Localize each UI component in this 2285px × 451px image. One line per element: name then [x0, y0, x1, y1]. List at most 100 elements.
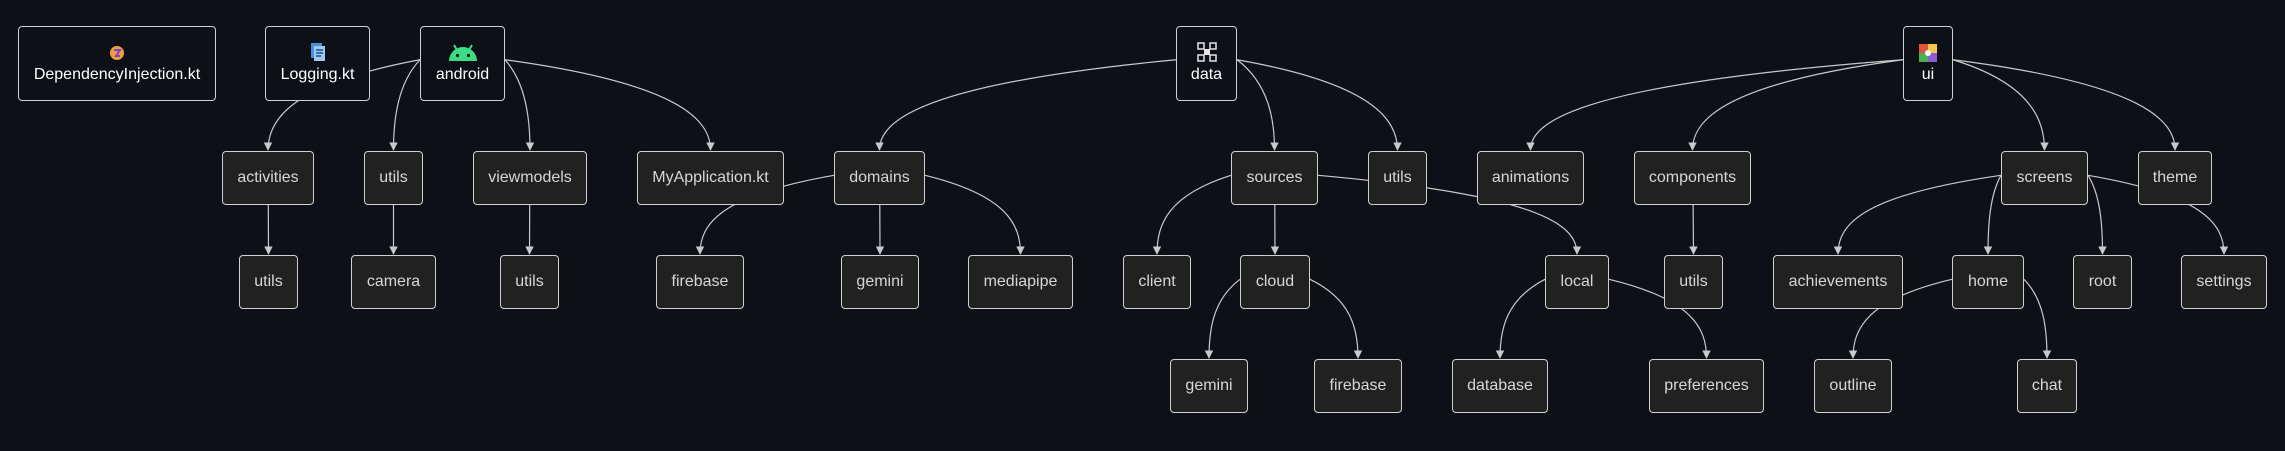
node-label: DependencyInjection.kt [33, 66, 201, 83]
node-cloud-firebase[interactable]: firebase [1314, 359, 1402, 413]
edge-data_sources-to-sources_client [1152, 174, 1232, 255]
node-data-sources[interactable]: sources [1231, 151, 1318, 205]
node-label: screens [2016, 169, 2073, 186]
node-label: home [1967, 273, 2009, 290]
node-label: firebase [1329, 377, 1387, 394]
ui-folder-icon [1919, 44, 1937, 62]
edge-sources_local-to-local_database [1495, 278, 1546, 359]
node-label: domains [849, 169, 910, 186]
node-label: viewmodels [488, 169, 572, 186]
node-local-preferences[interactable]: preferences [1649, 359, 1764, 413]
database-folder-icon [1196, 42, 1217, 62]
node-components-utils[interactable]: utils [1664, 255, 1723, 309]
edge-screens_home-to-home_outline [1848, 278, 1953, 359]
node-label: utils [1679, 273, 1708, 290]
node-label: sources [1246, 169, 1303, 186]
node-home-chat[interactable]: chat [2017, 359, 2077, 413]
node-android-myapplication[interactable]: MyApplication.kt [637, 151, 784, 205]
node-label: gemini [1185, 377, 1233, 394]
node-label: mediapipe [983, 273, 1058, 290]
node-local-database[interactable]: database [1452, 359, 1548, 413]
node-label: firebase [671, 273, 729, 290]
node-label: android [435, 66, 490, 83]
node-android-viewmodels[interactable]: viewmodels [473, 151, 587, 205]
node-label: MyApplication.kt [652, 169, 769, 186]
edge-ui-to-ui_components [1688, 59, 1904, 151]
node-android[interactable]: android [420, 26, 505, 101]
node-label: database [1467, 377, 1533, 394]
node-label: utils [379, 169, 408, 186]
node-sources-cloud[interactable]: cloud [1240, 255, 1310, 309]
node-label: activities [237, 169, 299, 186]
node-cloud-gemini[interactable]: gemini [1170, 359, 1248, 413]
node-data-domains[interactable]: domains [834, 151, 925, 205]
node-label: achievements [1788, 273, 1888, 290]
android-icon [446, 42, 480, 62]
node-label: outline [1829, 377, 1877, 394]
node-domains-mediapipe[interactable]: mediapipe [968, 255, 1073, 309]
edge-ui-to-ui_theme [1952, 59, 2180, 151]
edge-sources_cloud-to-cloud_firebase [1309, 278, 1363, 359]
node-label: Logging.kt [280, 66, 355, 83]
node-screens-achievements[interactable]: achievements [1773, 255, 1903, 309]
node-screens-root[interactable]: root [2073, 255, 2132, 309]
node-label: local [1560, 273, 1594, 290]
node-home-outline[interactable]: outline [1814, 359, 1892, 413]
node-ui[interactable]: ui [1903, 26, 1953, 101]
edge-data-to-data_sources [1236, 59, 1279, 151]
node-label: data [1190, 66, 1223, 83]
edge-android-to-android_activities [263, 59, 421, 151]
edge-android-to-android_viewmodels [504, 59, 535, 151]
node-label: components [1648, 169, 1737, 186]
node-label: chat [2031, 377, 2063, 394]
edge-android-to-android_myapplication [504, 59, 715, 151]
edge-screens_home-to-home_chat [2023, 278, 2052, 359]
node-dependency-injection[interactable]: DependencyInjection.kt [18, 26, 216, 101]
edge-ui-to-ui_screens [1952, 59, 2049, 151]
node-label: ui [1921, 66, 1935, 83]
edge-ui_screens-to-screens_home [1983, 175, 2002, 255]
edge-sources_local-to-local_preferences [1608, 278, 1711, 359]
node-label: theme [2152, 169, 2198, 186]
node-domains-gemini[interactable]: gemini [841, 255, 919, 309]
edge-sources_cloud-to-cloud_gemini [1204, 278, 1241, 359]
node-data[interactable]: data [1176, 26, 1237, 101]
kotlin-file-icon [108, 44, 126, 62]
node-android-activities[interactable]: activities [222, 151, 314, 205]
edge-ui_screens-to-screens_settings [2087, 174, 2229, 255]
node-ui-animations[interactable]: animations [1477, 151, 1584, 205]
node-ui-theme[interactable]: theme [2138, 151, 2212, 205]
node-label: utils [1383, 169, 1412, 186]
edge-data-to-data_domains [875, 59, 1177, 151]
node-sources-local[interactable]: local [1545, 255, 1609, 309]
node-screens-home[interactable]: home [1952, 255, 2024, 309]
node-label: camera [366, 273, 421, 290]
node-label: animations [1491, 169, 1570, 186]
node-label: cloud [1255, 273, 1295, 290]
node-viewmodels-utils[interactable]: utils [500, 255, 559, 309]
edge-ui-to-ui_animations [1526, 59, 1904, 151]
node-label: root [2088, 273, 2117, 290]
node-utils-camera[interactable]: camera [351, 255, 436, 309]
edge-data_domains-to-domains_firebase [695, 174, 835, 255]
node-label: preferences [1664, 377, 1749, 394]
edge-data_domains-to-domains_mediapipe [924, 174, 1025, 255]
node-ui-screens[interactable]: screens [2001, 151, 2088, 205]
node-data-utils[interactable]: utils [1368, 151, 1427, 205]
edge-ui_screens-to-screens_achievements [1833, 174, 2002, 255]
node-android-utils[interactable]: utils [364, 151, 423, 205]
edge-data-to-data_utils [1236, 59, 1402, 151]
node-activities-utils[interactable]: utils [239, 255, 298, 309]
node-sources-client[interactable]: client [1123, 255, 1191, 309]
node-ui-components[interactable]: components [1634, 151, 1751, 205]
node-label: client [1138, 273, 1176, 290]
node-screens-settings[interactable]: settings [2181, 255, 2267, 309]
edge-android-to-android_utils [389, 59, 421, 151]
node-domains-firebase[interactable]: firebase [656, 255, 744, 309]
edge-ui_screens-to-screens_root [2087, 174, 2107, 255]
node-label: gemini [856, 273, 904, 290]
node-logging[interactable]: Logging.kt [265, 26, 370, 101]
node-label: utils [515, 273, 544, 290]
edge-layer [263, 59, 2229, 359]
